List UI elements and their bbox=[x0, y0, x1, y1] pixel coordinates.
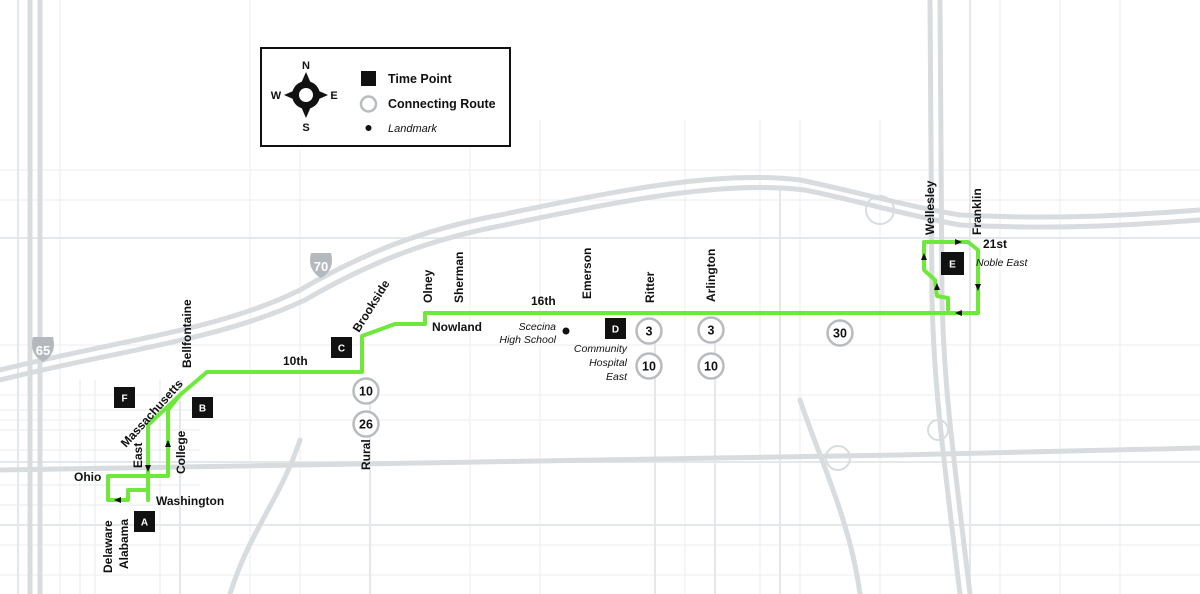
connecting-route-30-number: 30 bbox=[833, 327, 847, 341]
connecting-route-26-number: 26 bbox=[359, 418, 373, 432]
connecting-route-10-arlington: 10 bbox=[697, 352, 725, 380]
compass-south: S bbox=[302, 122, 309, 134]
street-label-bellfontaine: Bellfontaine bbox=[180, 299, 194, 368]
street-label-college: College bbox=[174, 430, 188, 474]
street-label-franklin: Franklin bbox=[970, 188, 984, 235]
street-label-wellesley: Wellesley bbox=[923, 180, 937, 235]
time-point-d-label: D bbox=[612, 325, 619, 336]
time-point-a: A bbox=[134, 511, 155, 532]
street-label-emerson: Emerson bbox=[580, 248, 594, 299]
legend-connecting-route-label: Connecting Route bbox=[388, 97, 496, 111]
arrow-icon bbox=[145, 465, 151, 472]
time-point-f-label: F bbox=[121, 394, 127, 405]
scecina-landmark-dot bbox=[562, 327, 570, 335]
arrow-icon bbox=[955, 310, 962, 316]
landmark-scecina-line1: Scecina bbox=[519, 321, 557, 333]
connecting-route-3-arlington: 3 bbox=[697, 316, 725, 344]
arrow-icon bbox=[934, 283, 940, 290]
interstate-65-shield: 65 bbox=[32, 337, 54, 362]
legend-landmark-label: Landmark bbox=[388, 123, 437, 135]
time-point-c-label: C bbox=[338, 344, 345, 355]
landmark-community-line1: Community bbox=[574, 343, 628, 355]
arrow-icon bbox=[975, 284, 981, 291]
highway-interchange bbox=[825, 195, 949, 471]
connecting-route-10-number: 10 bbox=[704, 360, 718, 374]
time-point-legend-icon bbox=[361, 71, 376, 86]
map-legend: N S E W Time Point Connecting Route Land… bbox=[260, 47, 511, 147]
connecting-route-3-number: 3 bbox=[646, 325, 653, 339]
connecting-route-10-brookside: 10 bbox=[352, 377, 380, 405]
time-point-a-label: A bbox=[141, 518, 148, 529]
compass-east: E bbox=[330, 90, 337, 102]
compass-north: N bbox=[302, 60, 310, 72]
arrow-icon bbox=[921, 253, 927, 260]
street-label-arlington: Arlington bbox=[704, 249, 718, 302]
landmark-community-line3: East bbox=[606, 371, 628, 383]
street-label-rural: Rural bbox=[359, 439, 373, 470]
connecting-route-10-ritter: 10 bbox=[635, 352, 663, 380]
interstate-70-shield: 70 bbox=[310, 253, 332, 278]
street-label-delaware: Delaware bbox=[101, 520, 115, 573]
connecting-route-3-number: 3 bbox=[708, 324, 715, 338]
street-label-sherman: Sherman bbox=[452, 252, 466, 303]
interstate-70-number: 70 bbox=[314, 259, 328, 274]
arrow-icon bbox=[955, 239, 962, 245]
landmark-scecina-line2: High School bbox=[499, 334, 556, 346]
landmark-legend-icon bbox=[365, 125, 372, 131]
time-point-b-label: B bbox=[199, 404, 206, 415]
connecting-route-legend-icon bbox=[359, 95, 378, 113]
street-label-east: East bbox=[131, 443, 145, 468]
street-label-21st: 21st bbox=[983, 237, 1007, 251]
landmark-noble-east: Noble East bbox=[976, 257, 1028, 269]
street-label-washington: Washington bbox=[156, 494, 224, 508]
street-label-ohio: Ohio bbox=[74, 470, 101, 484]
connecting-route-30: 30 bbox=[826, 319, 854, 347]
street-label-ritter: Ritter bbox=[643, 271, 657, 303]
time-point-b: B bbox=[192, 397, 213, 418]
connecting-route-10-number: 10 bbox=[642, 360, 656, 374]
compass-west: W bbox=[271, 90, 282, 102]
street-label-16th: 16th bbox=[531, 294, 556, 308]
street-label-alabama: Alabama bbox=[117, 519, 131, 569]
downtown-grid bbox=[0, 380, 200, 594]
arrow-icon bbox=[114, 497, 121, 503]
connecting-route-3-ritter: 3 bbox=[635, 317, 663, 345]
connecting-route-10-number: 10 bbox=[359, 385, 373, 399]
street-label-nowland: Nowland bbox=[432, 320, 482, 334]
arrow-icon bbox=[165, 440, 171, 447]
street-label-olney: Olney bbox=[421, 269, 435, 303]
interstate-65-number: 65 bbox=[36, 343, 50, 358]
time-point-e-label: E bbox=[949, 260, 956, 271]
compass-rose-icon bbox=[284, 72, 328, 118]
connecting-route-26-brookside: 26 bbox=[352, 410, 380, 438]
street-label-10th: 10th bbox=[283, 354, 308, 368]
time-point-f: F bbox=[114, 387, 135, 408]
direction-arrows bbox=[114, 239, 981, 503]
legend-time-point-label: Time Point bbox=[388, 72, 453, 86]
landmark-community-line2: Hospital bbox=[589, 357, 628, 369]
time-point-c: C bbox=[331, 337, 352, 358]
time-point-d: D bbox=[605, 318, 626, 339]
time-point-e: E bbox=[941, 252, 964, 275]
